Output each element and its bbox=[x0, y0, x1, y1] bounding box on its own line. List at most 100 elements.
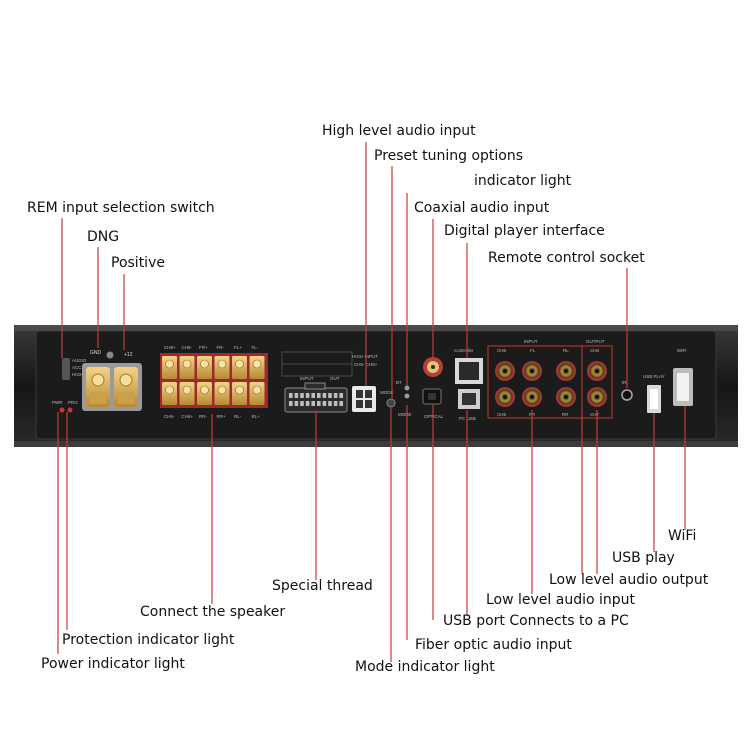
terminal-screw-icon bbox=[235, 359, 244, 369]
terminal-screw-icon bbox=[235, 385, 244, 395]
terminal-screw-icon bbox=[252, 385, 262, 395]
label-coaxial-audio-input: Coaxial audio input bbox=[414, 200, 550, 216]
connector-pin bbox=[289, 393, 293, 398]
high-level-input-connector[interactable] bbox=[352, 386, 376, 412]
label-high-level-audio-input: High level audio input bbox=[322, 123, 476, 139]
gnd-screw-icon bbox=[106, 351, 114, 359]
label-mode-indicator-light: Mode indicator light bbox=[355, 659, 495, 675]
label-connect-the-speaker: Connect the speaker bbox=[140, 604, 286, 620]
coaxial-input-jack[interactable] bbox=[423, 357, 443, 377]
terminal-label: RL- bbox=[234, 414, 242, 419]
speaker-terminals[interactable] bbox=[160, 353, 268, 408]
high-input-label: HIGH INPUT bbox=[352, 354, 378, 359]
label-fiber-optic-audio-input: Fiber optic audio input bbox=[415, 637, 572, 653]
label-digital-player-interface: Digital player interface bbox=[444, 223, 605, 239]
rca-jacks[interactable] bbox=[495, 361, 607, 407]
terminal-label: FR+ bbox=[199, 345, 208, 350]
pc-usb-port[interactable] bbox=[458, 389, 480, 409]
label-low-level-audio-output: Low level audio output bbox=[549, 572, 709, 588]
pwr-label: PWR bbox=[52, 400, 63, 405]
usb-play-port[interactable] bbox=[647, 385, 661, 413]
terminal-screw-icon bbox=[200, 359, 209, 369]
label-indicator-light: indicator light bbox=[474, 173, 572, 189]
out-label: OUT bbox=[330, 376, 340, 381]
label-wifi: WiFi bbox=[668, 528, 697, 544]
acc-label: ACC bbox=[72, 365, 82, 370]
connector-pin bbox=[311, 401, 315, 406]
label-rem-input-selection-switch: REM input selection switch bbox=[27, 200, 215, 216]
controller-socket[interactable] bbox=[455, 358, 483, 384]
rca-pin-icon bbox=[530, 369, 534, 373]
terminal-screw-icon bbox=[252, 359, 262, 369]
terminal-label: RR- bbox=[199, 414, 207, 419]
optical-input-jack[interactable] bbox=[422, 388, 442, 405]
terminal-label: FR- bbox=[217, 345, 225, 350]
mode-led-icon bbox=[404, 393, 410, 399]
terminal-label: CH6+ bbox=[182, 414, 194, 419]
connector-pin bbox=[322, 401, 327, 406]
rca-pin-icon bbox=[503, 369, 507, 373]
connector-pin bbox=[339, 393, 343, 398]
connector-pin bbox=[311, 393, 315, 398]
ir-socket[interactable] bbox=[621, 389, 633, 401]
plus12-label: +12 bbox=[124, 352, 133, 358]
ch5-label: CH5 bbox=[497, 412, 506, 417]
label-preset-tuning-options: Preset tuning options bbox=[374, 148, 524, 164]
rca-pin-icon bbox=[530, 395, 534, 399]
output-label: OUTPUT bbox=[586, 339, 605, 344]
heatsink-top bbox=[14, 325, 738, 331]
heatsink-bottom bbox=[14, 441, 738, 447]
mode-button[interactable] bbox=[386, 398, 396, 408]
terminal-screw-icon bbox=[200, 385, 209, 395]
connector-pin bbox=[305, 393, 310, 398]
connector-pin bbox=[328, 393, 332, 398]
mode-label-2: MODE bbox=[398, 412, 412, 417]
power-led-icon bbox=[59, 407, 65, 413]
optical-label: OPTICAL bbox=[424, 414, 444, 419]
terminal-screw-icon bbox=[165, 359, 174, 369]
label-protection-indicator-light: Protection indicator light bbox=[62, 632, 235, 648]
connector-pin bbox=[294, 393, 299, 398]
terminal-label: CH8- bbox=[182, 345, 193, 350]
terminal-screw-icon bbox=[217, 359, 227, 369]
terminal-label: RL+ bbox=[252, 414, 261, 419]
bt-led-icon bbox=[404, 385, 410, 391]
connector-pin bbox=[289, 401, 293, 406]
in-label: INPUT bbox=[300, 376, 314, 381]
controller-label: Controller bbox=[454, 348, 474, 353]
terminal-label: CH6- bbox=[164, 414, 175, 419]
ir-label: IR bbox=[622, 380, 627, 385]
connector-pin bbox=[300, 401, 304, 406]
label-usb-port: USB port Connects to a PC bbox=[443, 613, 629, 629]
rl-label: RL bbox=[563, 348, 569, 353]
pro-label: PRO bbox=[68, 400, 78, 405]
terminal-screw-icon bbox=[165, 385, 174, 395]
terminal-label: FL+ bbox=[234, 345, 242, 350]
connector-pin bbox=[317, 401, 321, 406]
label-special-thread: Special thread bbox=[272, 578, 373, 594]
connector-pin bbox=[322, 393, 327, 398]
rca-pin-icon bbox=[595, 395, 599, 399]
wifi-label: WIFI bbox=[677, 348, 687, 353]
connector-pin bbox=[333, 401, 338, 406]
connector-pin bbox=[305, 401, 310, 406]
fl-label: FL bbox=[530, 348, 536, 353]
ch7-label: CH7 bbox=[590, 412, 599, 417]
connector-pin bbox=[328, 401, 332, 406]
high-input-label-table bbox=[281, 351, 353, 377]
power-terminal-block[interactable] bbox=[82, 363, 142, 411]
protect-led-icon bbox=[67, 407, 73, 413]
terminal-screw-icon bbox=[182, 385, 192, 395]
special-thread-connector[interactable] bbox=[284, 382, 348, 413]
terminal-screw-icon bbox=[217, 385, 227, 395]
label-remote-control-socket: Remote control socket bbox=[488, 250, 645, 266]
mode-label: MODE bbox=[380, 390, 394, 395]
rr-label: RR bbox=[562, 412, 569, 417]
ch6-label: CH6 bbox=[497, 348, 506, 353]
rca-pin-icon bbox=[564, 395, 568, 399]
connector-pin bbox=[300, 393, 304, 398]
wifi-antenna-port[interactable] bbox=[673, 368, 693, 406]
label-positive: Positive bbox=[111, 255, 165, 271]
